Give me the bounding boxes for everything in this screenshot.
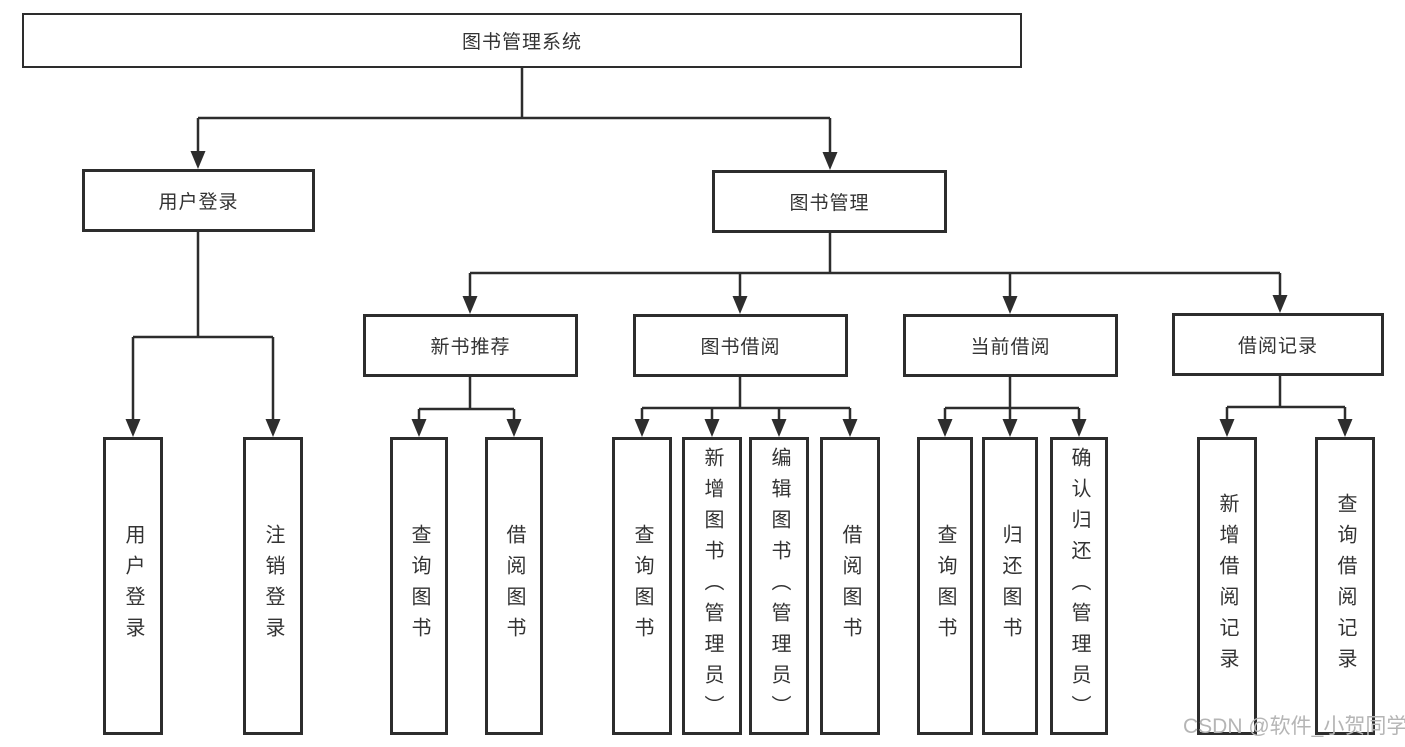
node-label: 图书借阅: [700, 337, 781, 358]
leaf-nb-query-books: 查询图书: [390, 437, 448, 735]
node-label: 图书管理系统: [461, 32, 582, 53]
leaf-br-add-record: 新增借阅记录: [1197, 437, 1257, 735]
node-new-book-recommend: 新书推荐: [363, 314, 578, 377]
csdn-watermark: CSDN @软件_小贺同学: [1183, 715, 1405, 738]
node-book-borrowing: 图书借阅: [633, 314, 848, 377]
leaf-label: 编辑图书（管理员）: [768, 446, 790, 726]
node-library-management-system: 图书管理系统: [22, 13, 1022, 68]
leaf-label: 借阅图书: [503, 524, 525, 648]
leaf-label: 确认归还（管理员）: [1068, 446, 1090, 726]
node-label: 用户登录: [158, 192, 239, 213]
leaf-label: 查询图书: [631, 524, 653, 648]
node-current-borrowing: 当前借阅: [903, 314, 1118, 377]
node-label: 新书推荐: [430, 337, 511, 358]
leaf-label: 借阅图书: [839, 524, 861, 648]
node-label: 当前借阅: [970, 337, 1051, 358]
leaf-user-login: 用户登录: [103, 437, 163, 735]
leaf-label: 查询图书: [408, 524, 430, 648]
leaf-label: 用户登录: [122, 524, 144, 648]
leaf-br-query-record: 查询借阅记录: [1315, 437, 1375, 735]
leaf-bb-query-books: 查询图书: [612, 437, 672, 735]
leaf-bb-edit-books: 编辑图书（管理员）: [749, 437, 809, 735]
leaf-label: 新增图书（管理员）: [701, 446, 723, 726]
node-label: 图书管理: [789, 193, 870, 214]
leaf-label: 查询图书: [934, 524, 956, 648]
node-label: 借阅记录: [1237, 336, 1318, 357]
leaf-cb-return-books: 归还图书: [982, 437, 1038, 735]
leaf-label: 归还图书: [999, 524, 1021, 648]
node-borrow-records: 借阅记录: [1172, 313, 1384, 376]
leaf-label: 新增借阅记录: [1216, 493, 1238, 679]
leaf-label: 查询借阅记录: [1334, 493, 1356, 679]
leaf-cb-query-books: 查询图书: [917, 437, 973, 735]
node-user-login: 用户登录: [82, 169, 315, 232]
leaf-logout: 注销登录: [243, 437, 303, 735]
leaf-bb-add-books: 新增图书（管理员）: [682, 437, 742, 735]
leaf-bb-borrow-books: 借阅图书: [820, 437, 880, 735]
leaf-label: 注销登录: [262, 524, 284, 648]
leaf-nb-borrow-books: 借阅图书: [485, 437, 543, 735]
node-book-management: 图书管理: [712, 170, 947, 233]
leaf-cb-confirm-return: 确认归还（管理员）: [1050, 437, 1108, 735]
